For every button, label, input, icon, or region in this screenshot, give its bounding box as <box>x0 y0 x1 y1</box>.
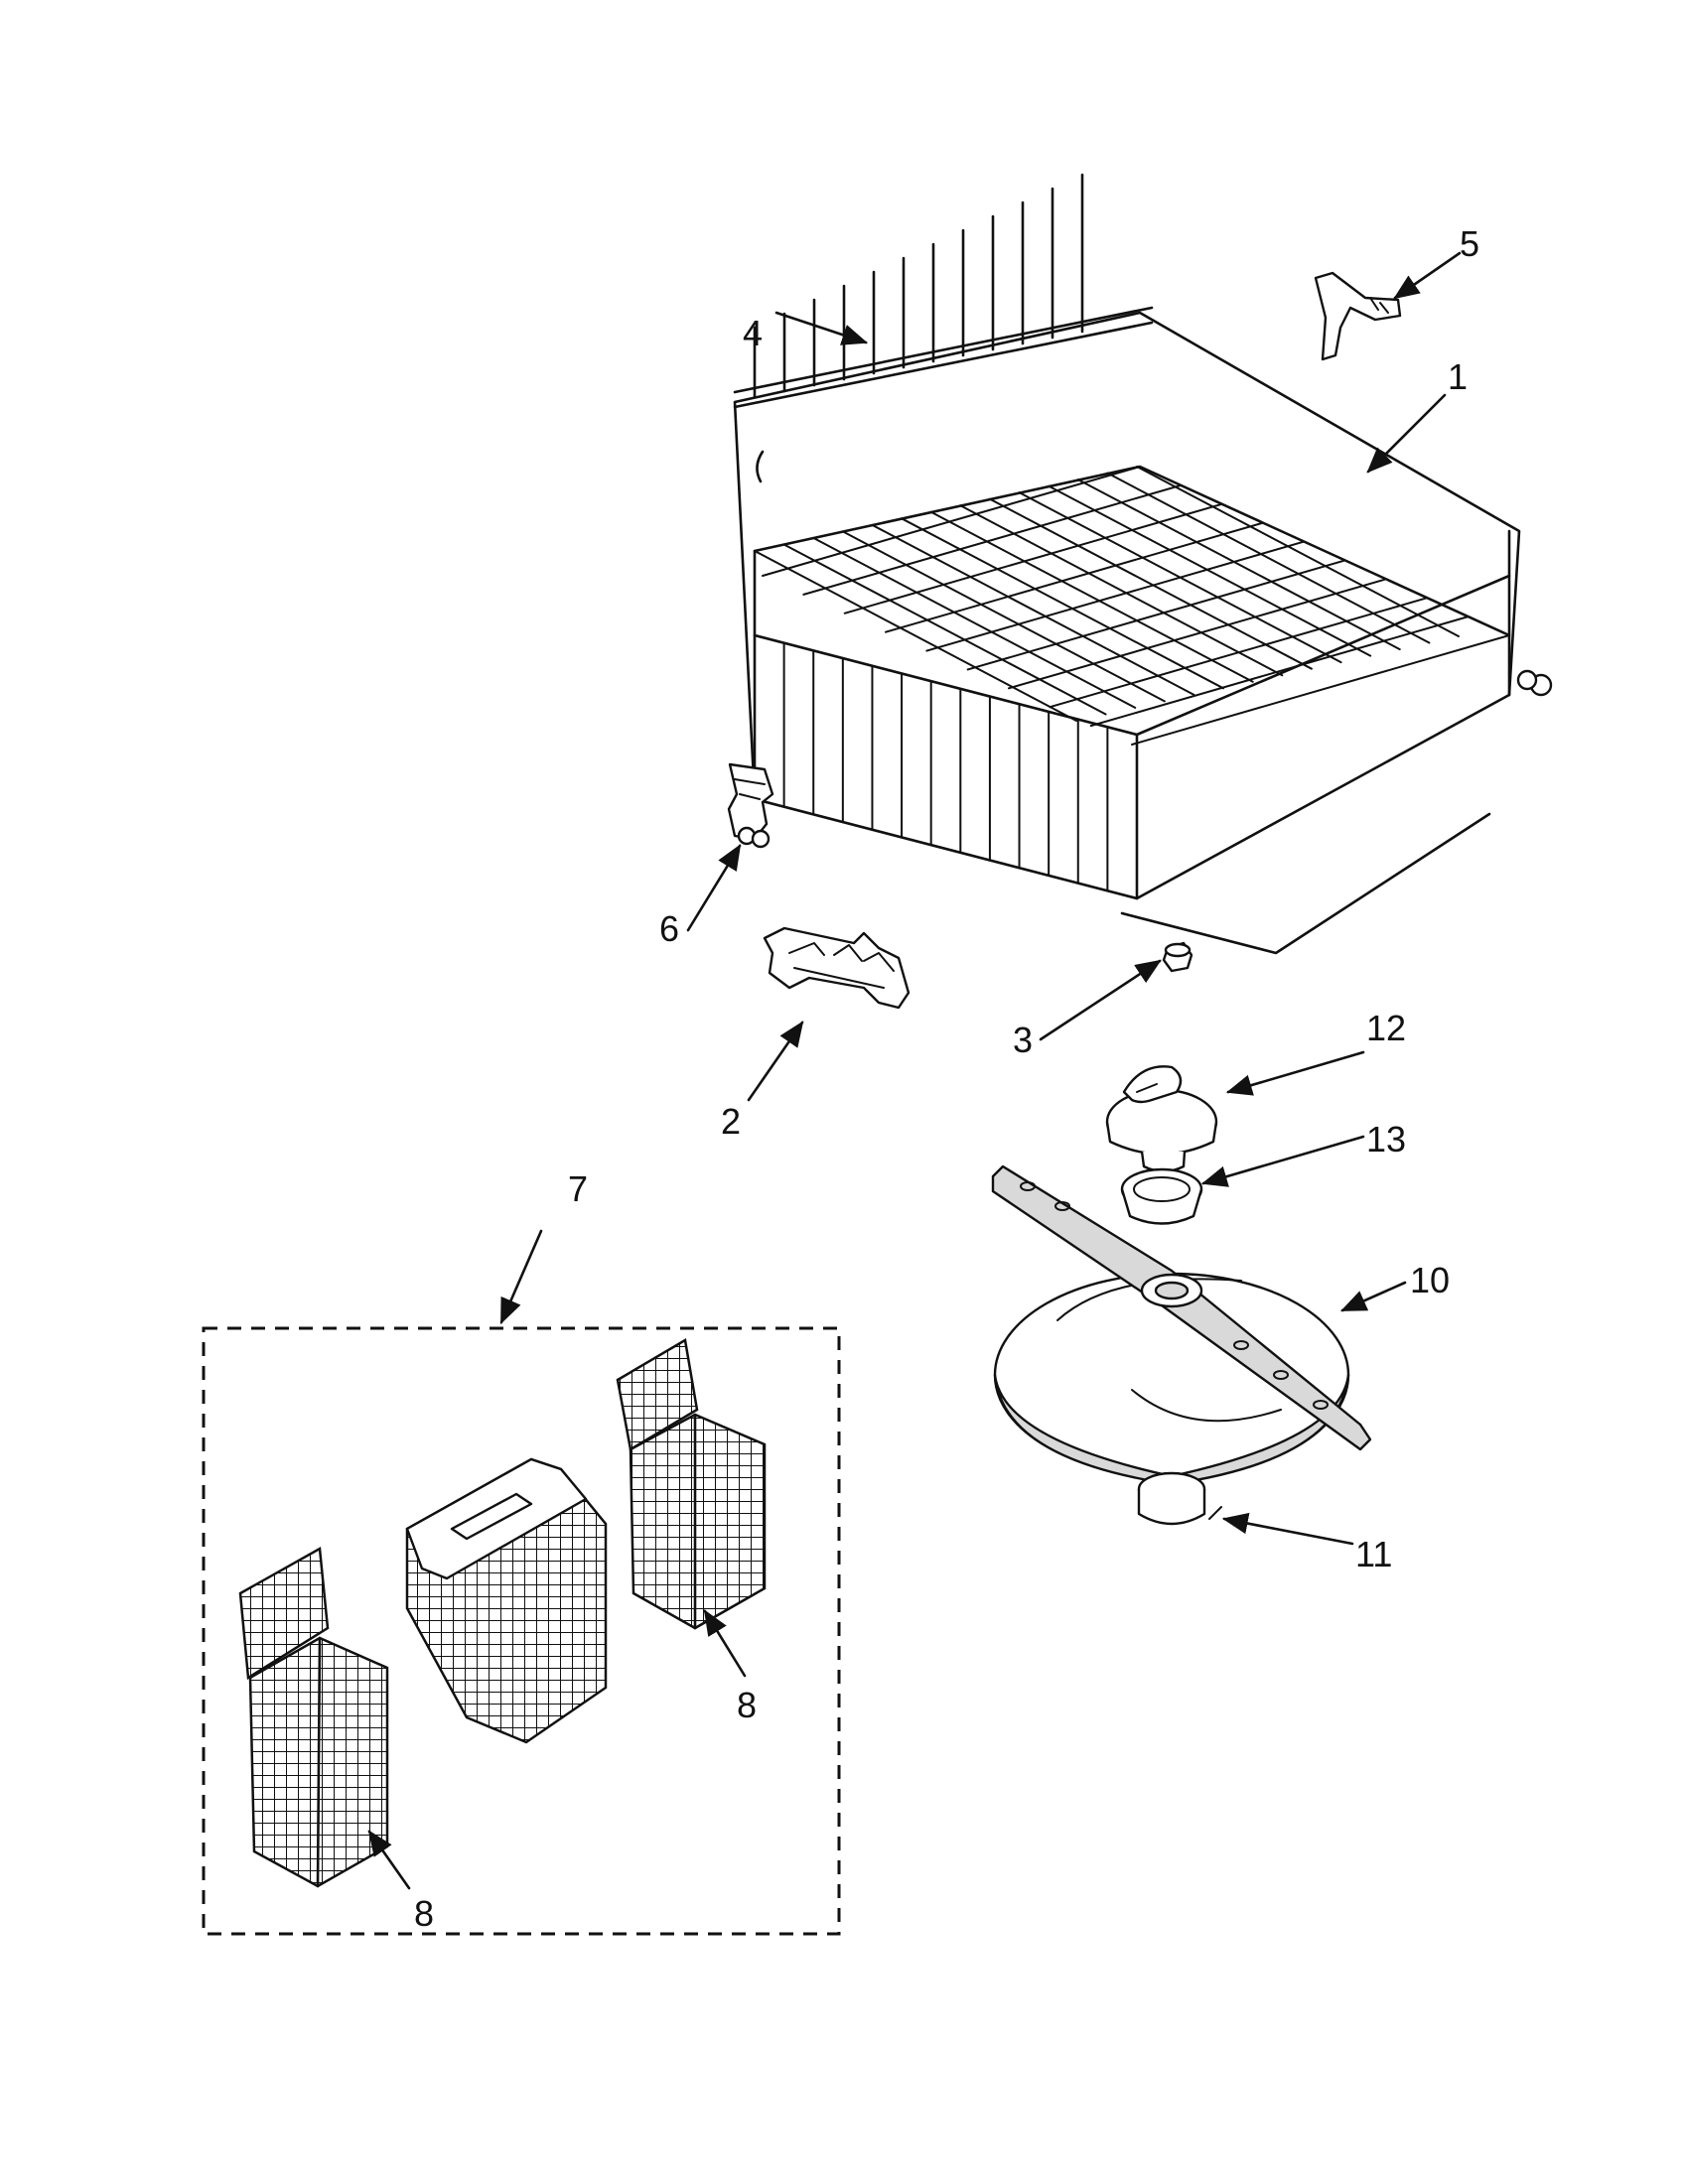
basket-kit-boundary <box>202 1326 841 1936</box>
callout-7: 7 <box>568 1168 588 1209</box>
roller-bracket <box>727 762 774 849</box>
spray-arm-cap <box>1105 1065 1218 1173</box>
callout-8-left: 8 <box>414 1893 434 1934</box>
tine-row <box>733 173 1154 483</box>
rail-clip <box>763 926 911 1010</box>
lower-spray-arm <box>991 1164 1372 1486</box>
bumper <box>1162 941 1193 973</box>
callout-1: 1 <box>1448 356 1468 397</box>
silverware-basket-left <box>238 1546 389 1888</box>
lower-dish-rack <box>733 311 1553 955</box>
callout-8-right: 8 <box>737 1685 757 1725</box>
callout-11: 11 <box>1355 1534 1392 1574</box>
collar <box>1137 1471 1222 1526</box>
callout-3: 3 <box>1013 1020 1033 1060</box>
callout-2: 2 <box>721 1101 741 1142</box>
callout-12: 12 <box>1366 1008 1406 1048</box>
callout-13: 13 <box>1366 1119 1406 1160</box>
leader-arrows <box>367 251 1462 1890</box>
rack-clip <box>1314 271 1402 361</box>
seal-ring <box>1120 1167 1203 1225</box>
callout-10: 10 <box>1410 1260 1450 1300</box>
callout-5: 5 <box>1460 223 1479 264</box>
callout-6: 6 <box>659 908 679 949</box>
silverware-basket-right <box>616 1338 767 1630</box>
callout-4: 4 <box>743 313 763 353</box>
silverware-basket-center <box>405 1457 608 1744</box>
callout-labels: 1 2 3 4 5 6 7 8 8 10 11 12 13 <box>414 223 1479 1934</box>
